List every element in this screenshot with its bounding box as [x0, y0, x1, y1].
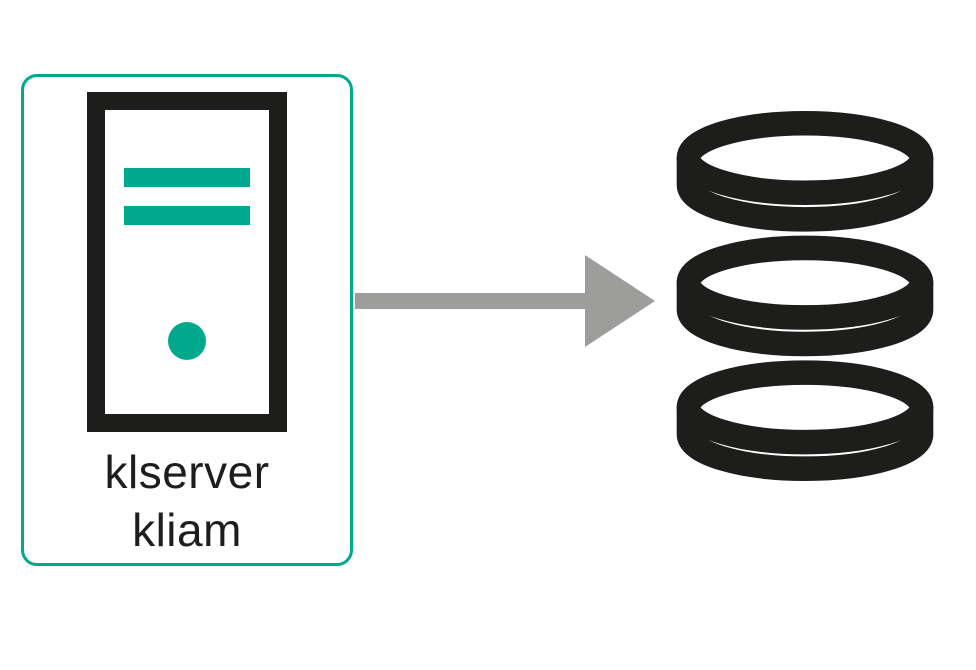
database-icon [676, 111, 934, 481]
server-power-dot [168, 322, 206, 360]
database-disk-middle [676, 235, 934, 357]
server-node: klserver kliam [21, 74, 353, 566]
arrow-head [585, 255, 655, 347]
server-slot-bar-bottom [124, 206, 250, 225]
database-disk-top [676, 111, 934, 232]
server-label-line-2: kliam [132, 504, 242, 556]
server-tower-icon [87, 92, 287, 432]
server-node-label: klserver kliam [24, 443, 350, 559]
server-case-outline [87, 92, 287, 432]
server-label-line-1: klserver [104, 446, 270, 498]
connector-arrow-right [355, 255, 655, 347]
arrow-shaft [355, 293, 593, 309]
database-disk-bottom [676, 360, 934, 481]
server-slot-bar-top [124, 168, 250, 187]
